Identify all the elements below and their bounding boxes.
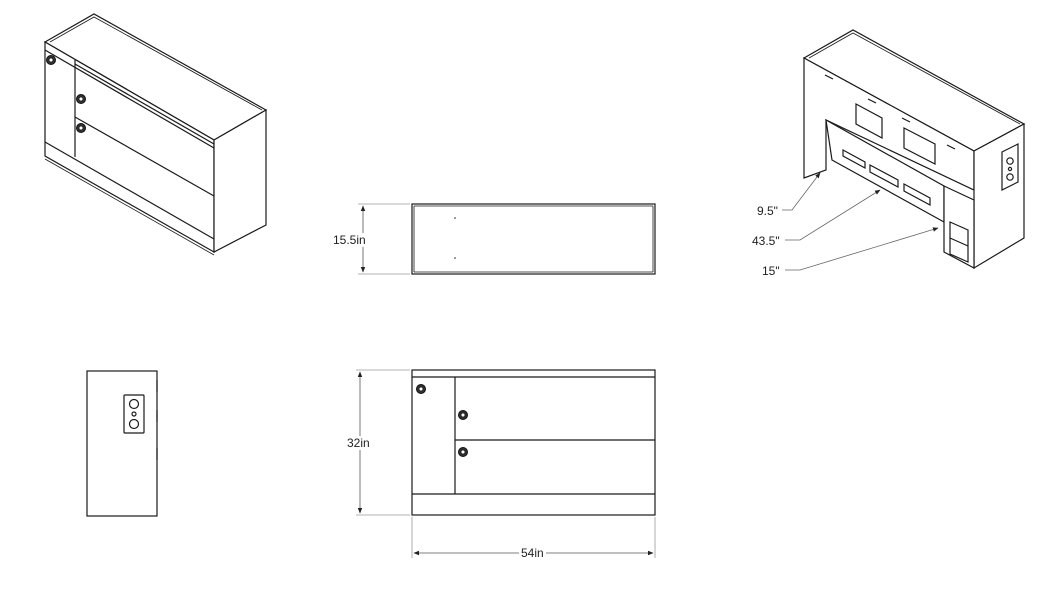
- lock-knob-icon: [458, 447, 468, 457]
- lock-knob-icon: [46, 55, 56, 65]
- rear-isometric-view: [782, 29, 1026, 271]
- lock-knob-icon: [458, 410, 468, 420]
- callout-label-15: 15": [762, 264, 780, 278]
- top-view-depth-dimension: 15.5in: [333, 233, 366, 247]
- side-view: [86, 370, 158, 517]
- front-view-width-dimension: 54in: [519, 546, 546, 560]
- callout-label-43-5: 43.5": [752, 234, 780, 248]
- top-view: [358, 203, 656, 275]
- lock-knob-icon: [416, 384, 426, 394]
- front-view: [356, 369, 656, 558]
- lock-knob-icon: [76, 123, 86, 133]
- lock-knob-icon: [76, 94, 86, 104]
- callout-label-9-5: 9.5": [757, 204, 778, 218]
- front-isometric-view: [43, 13, 268, 256]
- front-view-height-dimension: 32in: [347, 436, 370, 450]
